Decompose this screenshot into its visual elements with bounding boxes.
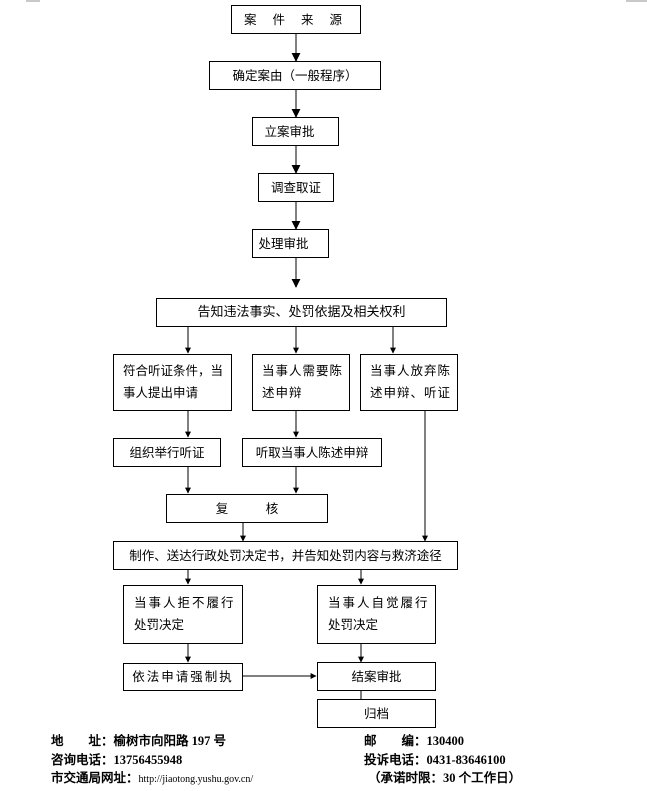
footer-postcode: 邮 编：130400 — [364, 730, 464, 749]
footer-address: 地 址：榆树市向阳路 197 号 — [51, 730, 226, 749]
page-corner-mark-right — [626, 0, 647, 2]
node-archive: 归档 — [317, 699, 436, 728]
footer-promise: （承诺时限：30 个工作日） — [368, 771, 522, 785]
consult-label: 咨询电话： — [51, 753, 114, 767]
node-voluntary-comply-line2: 处罚决定 — [328, 617, 379, 632]
node-refuse-comply: 当事人拒不履行 处罚决定 — [123, 585, 243, 644]
node-waive-statement: 当事人放弃陈 述申辩、听证 — [360, 354, 458, 411]
node-case-source: 案 件 来 源 — [231, 5, 361, 34]
website-label: 市交通局网址： — [51, 771, 139, 785]
node-statement-needed-line2: 述申辩 — [262, 385, 303, 400]
address-value: 榆树市向阳路 197 号 — [113, 734, 227, 748]
node-hearing-condition-line2: 事人提出申请 — [123, 385, 199, 400]
footer-consult-phone: 咨询电话：13756455948 — [51, 749, 182, 768]
node-voluntary-comply: 当事人自觉履行 处罚决定 — [317, 585, 436, 644]
page-corner-mark-left — [26, 0, 40, 2]
complaint-label: 投诉电话： — [364, 753, 427, 767]
node-refuse-comply-line1: 当事人拒不履行 — [134, 595, 236, 610]
node-waive-statement-line2: 述申辩、听证 — [370, 385, 452, 400]
address-label: 地 址： — [51, 734, 114, 748]
node-hearing-condition: 符合听证条件，当 事人提出申请 — [113, 354, 232, 411]
node-review: 复 核 — [166, 494, 328, 523]
node-hearing-condition-line1: 符合听证条件，当 — [123, 363, 224, 378]
node-notify-rights: 告知违法事实、处罚依据及相关权利 — [156, 298, 447, 327]
node-filing-approval: 立案审批 — [252, 117, 339, 146]
node-issue-decision: 制作、送达行政处罚决定书，并告知处罚内容与救济途径 — [113, 541, 458, 570]
postcode-value: 130400 — [426, 734, 465, 748]
consult-value: 13756455948 — [113, 753, 183, 767]
node-waive-statement-line1: 当事人放弃陈 — [370, 363, 452, 378]
node-hear-statement: 听取当事人陈述申辩 — [242, 438, 382, 467]
node-refuse-comply-line2: 处罚决定 — [134, 617, 185, 632]
complaint-value: 0431-83646100 — [426, 753, 506, 767]
node-close-approval: 结案审批 — [317, 662, 436, 691]
node-organize-hearing: 组织举行听证 — [113, 438, 221, 467]
node-apply-enforcement: 依法申请强制执 — [123, 663, 243, 691]
postcode-label: 邮 编： — [364, 734, 427, 748]
node-voluntary-comply-line1: 当事人自觉履行 — [328, 595, 430, 610]
node-investigation: 调查取证 — [258, 173, 334, 202]
node-determine-cause: 确定案由（一般程序） — [209, 61, 381, 90]
website-link[interactable]: http://jiaotong.yushu.gov.cn/ — [138, 774, 254, 785]
node-statement-needed-line1: 当事人需要陈 — [262, 363, 344, 378]
footer-website: 市交通局网址：http://jiaotong.yushu.gov.cn/ — [51, 767, 253, 786]
node-handling-approval: 处理审批 — [252, 229, 329, 258]
node-statement-needed: 当事人需要陈 述申辩 — [252, 354, 350, 411]
footer-complaint-phone: 投诉电话：0431-83646100 — [364, 749, 506, 768]
